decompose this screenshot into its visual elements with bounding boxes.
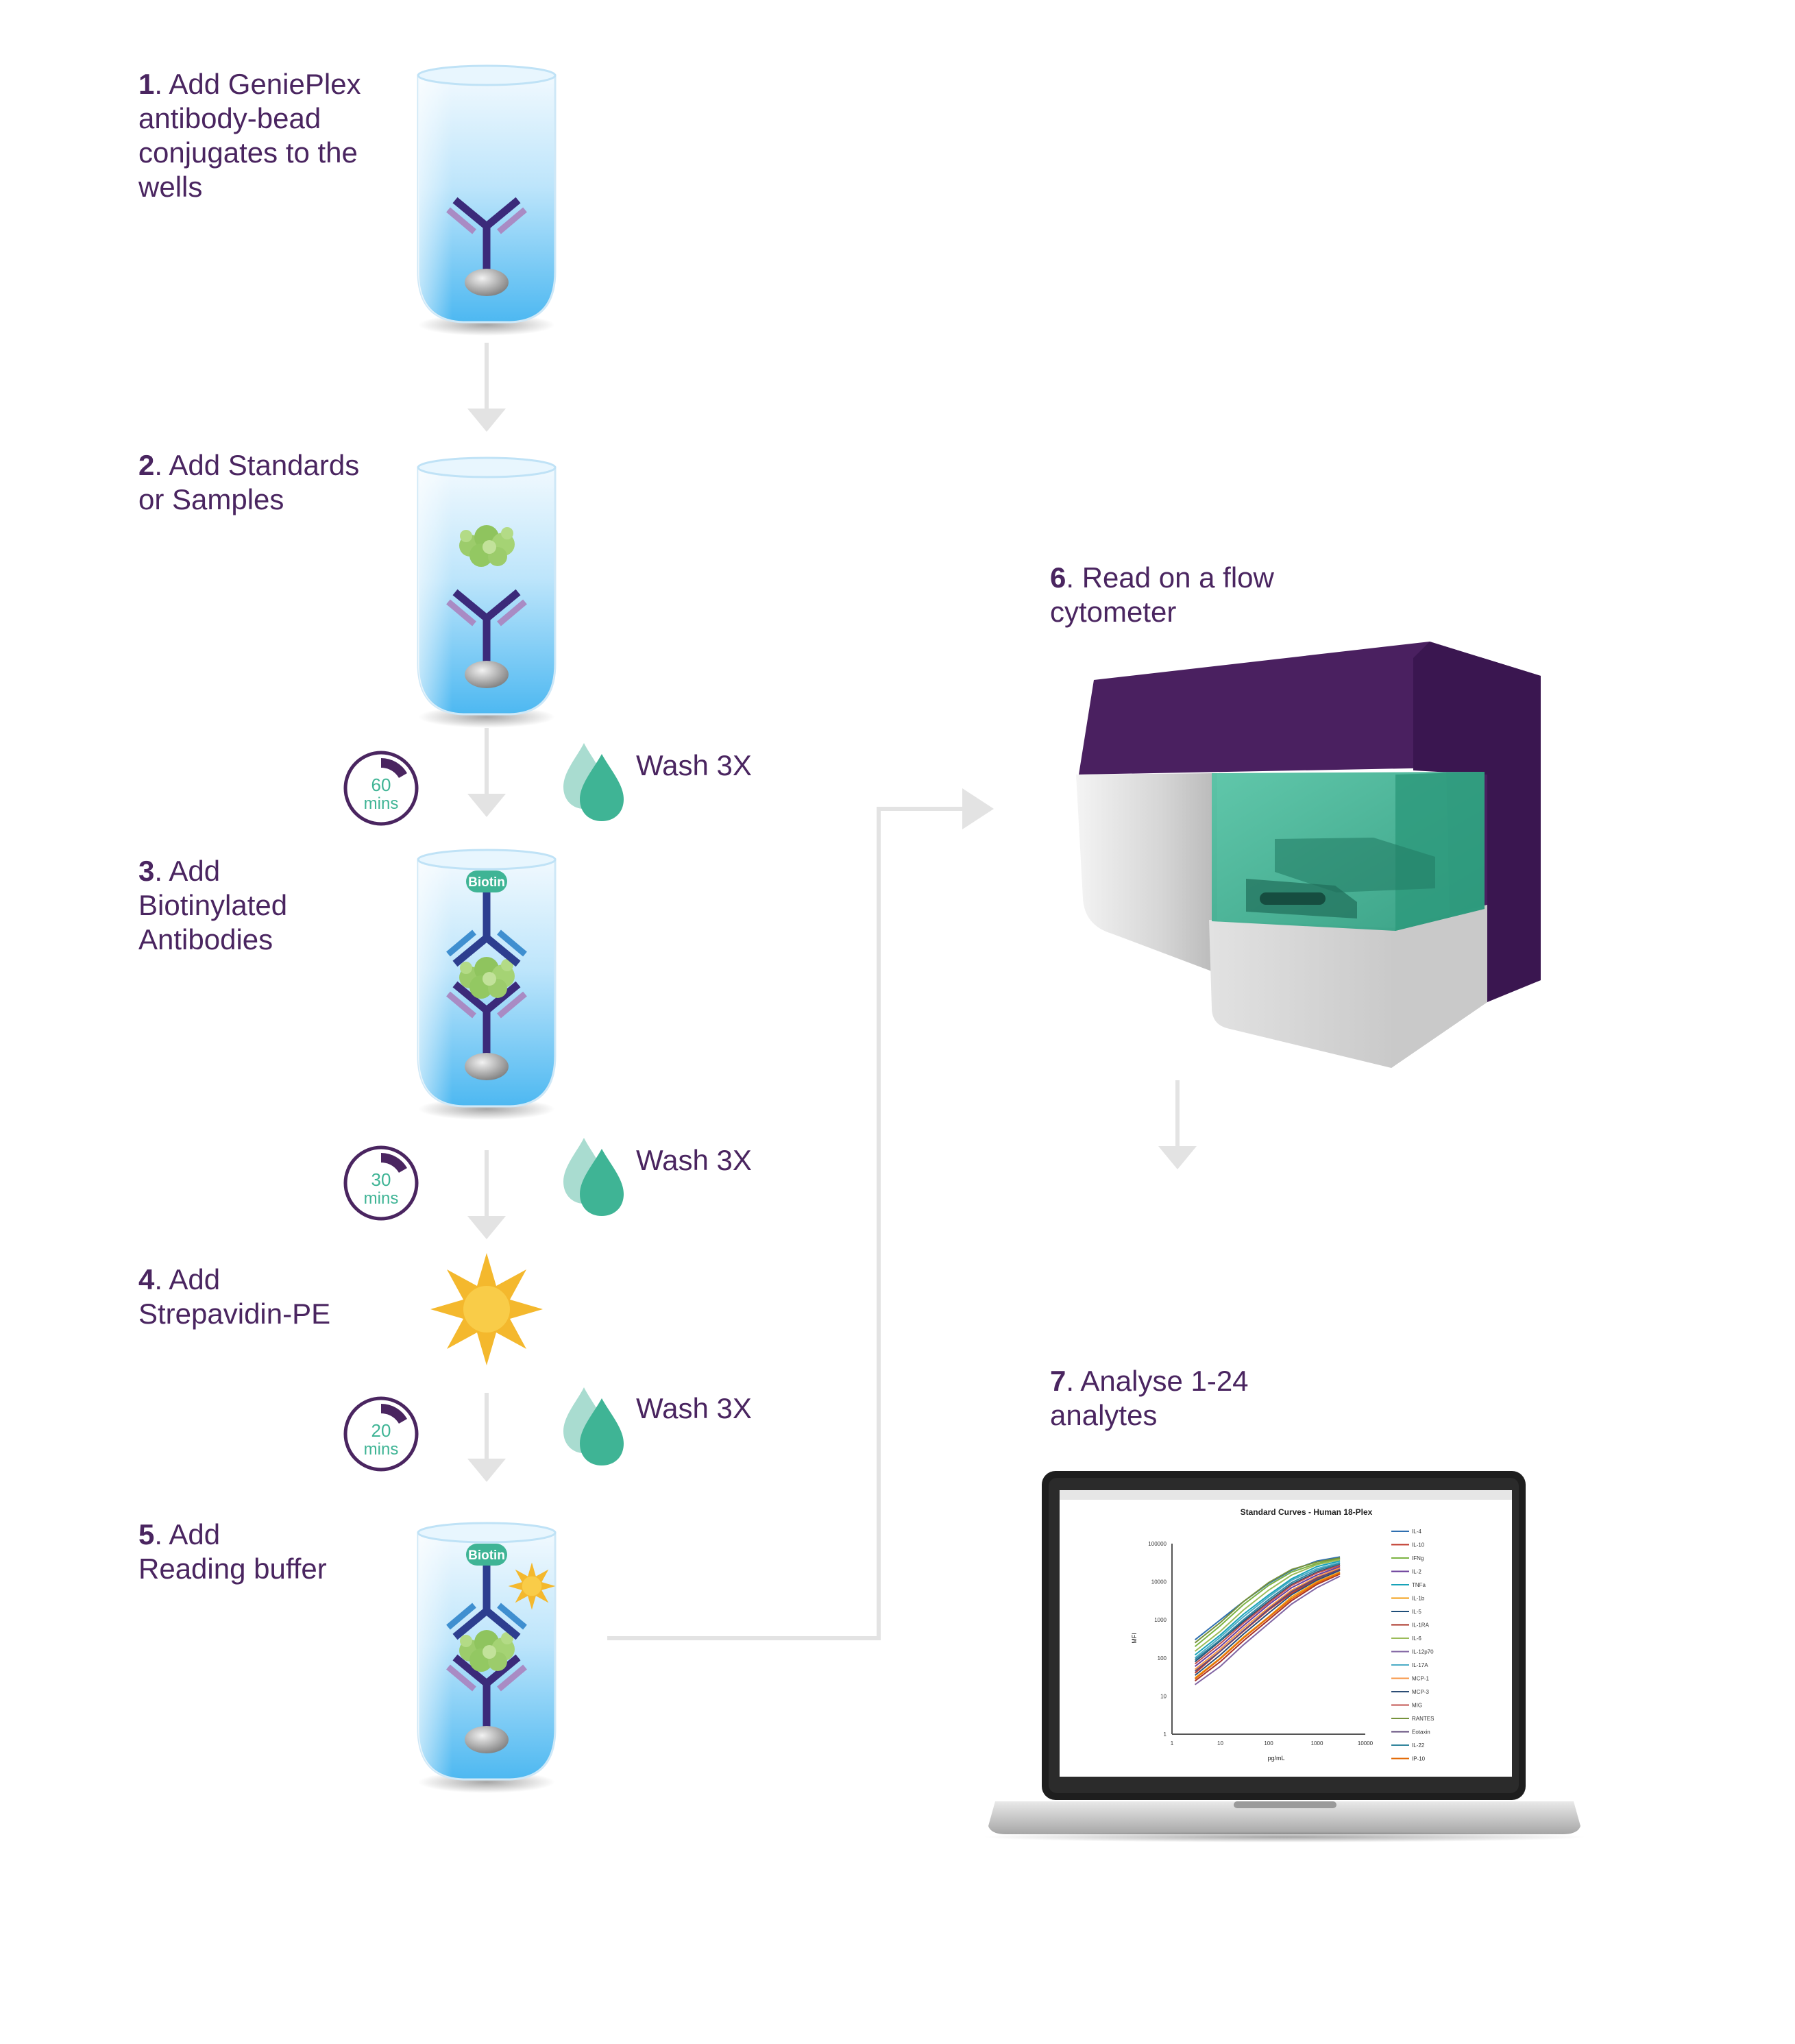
water-drop-icon-1 — [563, 743, 624, 821]
series-line — [1195, 1575, 1341, 1686]
y-tick-label: 100000 — [1148, 1541, 1167, 1547]
wash-label-3: Wash 3X — [636, 1392, 752, 1424]
y-tick-label: 1000 — [1154, 1617, 1167, 1623]
series-line — [1194, 1559, 1341, 1652]
legend-label: Eotaxin — [1412, 1729, 1430, 1736]
legend-label: TNFa — [1412, 1582, 1426, 1588]
laptop-screen — [1060, 1490, 1512, 1777]
step-7-label: 7. Analyse 1-24 analytes — [1050, 1365, 1249, 1431]
wash-label-2: Wash 3X — [636, 1144, 752, 1176]
chart-title: Standard Curves - Human 18-Plex — [1241, 1507, 1373, 1517]
step-3-label: 3. Add Biotinylated Antibodies — [138, 855, 288, 956]
series-line — [1194, 1572, 1341, 1680]
svg-text:60: 60 — [371, 775, 391, 795]
step-2-label: 2. Add Standards or Samples — [138, 449, 360, 515]
series-line — [1194, 1569, 1341, 1676]
y-tick-label: 10000 — [1151, 1579, 1167, 1585]
svg-text:Biotin: Biotin — [468, 1548, 505, 1563]
well-tube-3: Biotin — [417, 849, 557, 1121]
well-tube-2 — [417, 457, 557, 729]
timer-icon-20: 20 mins — [345, 1398, 417, 1470]
arrow-down-4 — [467, 1393, 506, 1482]
biotin-tag: Biotin — [468, 875, 505, 890]
water-drop-icon-2 — [563, 1138, 624, 1216]
legend-label: IP-10 — [1412, 1756, 1426, 1762]
series-line — [1194, 1557, 1341, 1644]
series-line — [1194, 1567, 1341, 1670]
y-axis-label: MFI — [1131, 1633, 1138, 1644]
svg-text:mins: mins — [364, 1440, 399, 1459]
legend-label: IL-17A — [1412, 1662, 1428, 1668]
step-4-label: 4. Add Strepavidin-PE — [138, 1263, 331, 1330]
series-line — [1194, 1558, 1341, 1647]
y-tick-label: 100 — [1158, 1655, 1167, 1662]
legend-label: MCP-1 — [1412, 1676, 1429, 1682]
connector-arrow — [607, 788, 994, 1640]
standard-curves-chart: Standard Curves - Human 18-Plex 1 10 100 10… — [1131, 1507, 1434, 1762]
x-tick-label: 100 — [1264, 1740, 1273, 1747]
series-line — [1194, 1560, 1341, 1656]
legend-label: IFNg — [1412, 1555, 1424, 1561]
series-line — [1194, 1563, 1341, 1661]
legend-label: IL-1RA — [1412, 1622, 1430, 1629]
step-5-label: 5. Add Reading buffer — [138, 1518, 327, 1585]
svg-text:mins: mins — [364, 794, 399, 813]
arrow-down-1 — [467, 343, 506, 432]
legend-label: IL-4 — [1412, 1529, 1421, 1535]
legend-label: IL-1b — [1412, 1596, 1425, 1602]
x-tick-label: 10 — [1217, 1740, 1223, 1747]
series-line — [1194, 1556, 1341, 1641]
well-tube-1 — [417, 64, 557, 337]
legend-label: IL-10 — [1412, 1542, 1425, 1548]
arrow-down-3 — [467, 1150, 506, 1239]
timer-icon-60: 60 mins — [345, 753, 417, 824]
step-6-label: 6. Read on a flow cytometer — [1050, 561, 1274, 628]
well-tube-5: Biotin — [417, 1522, 557, 1794]
timer-icon-30: 30 mins — [345, 1147, 417, 1219]
arrow-down-2 — [467, 728, 506, 817]
legend-label: IL-5 — [1412, 1609, 1421, 1615]
water-drop-icon-3 — [563, 1387, 624, 1465]
laptop-icon — [983, 1471, 1586, 1842]
svg-text:30: 30 — [371, 1169, 391, 1190]
legend-label: IL-22 — [1412, 1742, 1425, 1749]
series-line — [1194, 1568, 1341, 1672]
legend-label: MIG — [1412, 1703, 1422, 1709]
series-line — [1194, 1573, 1341, 1682]
svg-text:20: 20 — [371, 1420, 391, 1441]
y-tick-label: 1 — [1164, 1731, 1167, 1738]
step-1-label: 1. Add GeniePlex antibody-bead conjugate… — [138, 68, 361, 203]
wash-label-1: Wash 3X — [636, 749, 752, 781]
legend-label: IL-12p70 — [1412, 1649, 1434, 1655]
legend-label: IL-6 — [1412, 1635, 1421, 1642]
y-tick-label: 10 — [1160, 1693, 1167, 1699]
series-line — [1194, 1566, 1341, 1667]
legend-label: RANTES — [1412, 1716, 1434, 1722]
svg-text:mins: mins — [364, 1189, 399, 1208]
legend-label: MCP-3 — [1412, 1689, 1429, 1695]
x-tick-label: 1000 — [1311, 1740, 1323, 1747]
streptavidin-pe-star-icon — [430, 1253, 543, 1365]
series-line — [1194, 1564, 1341, 1665]
x-axis-label: pg/mL — [1267, 1755, 1284, 1762]
flow-cytometer-icon — [1076, 642, 1541, 1068]
arrow-down-5 — [1158, 1080, 1197, 1169]
legend-label: IL-2 — [1412, 1569, 1421, 1575]
series-line — [1194, 1564, 1341, 1662]
x-tick-label: 10000 — [1358, 1740, 1373, 1747]
x-tick-label: 1 — [1171, 1740, 1174, 1747]
series-line — [1194, 1561, 1341, 1659]
